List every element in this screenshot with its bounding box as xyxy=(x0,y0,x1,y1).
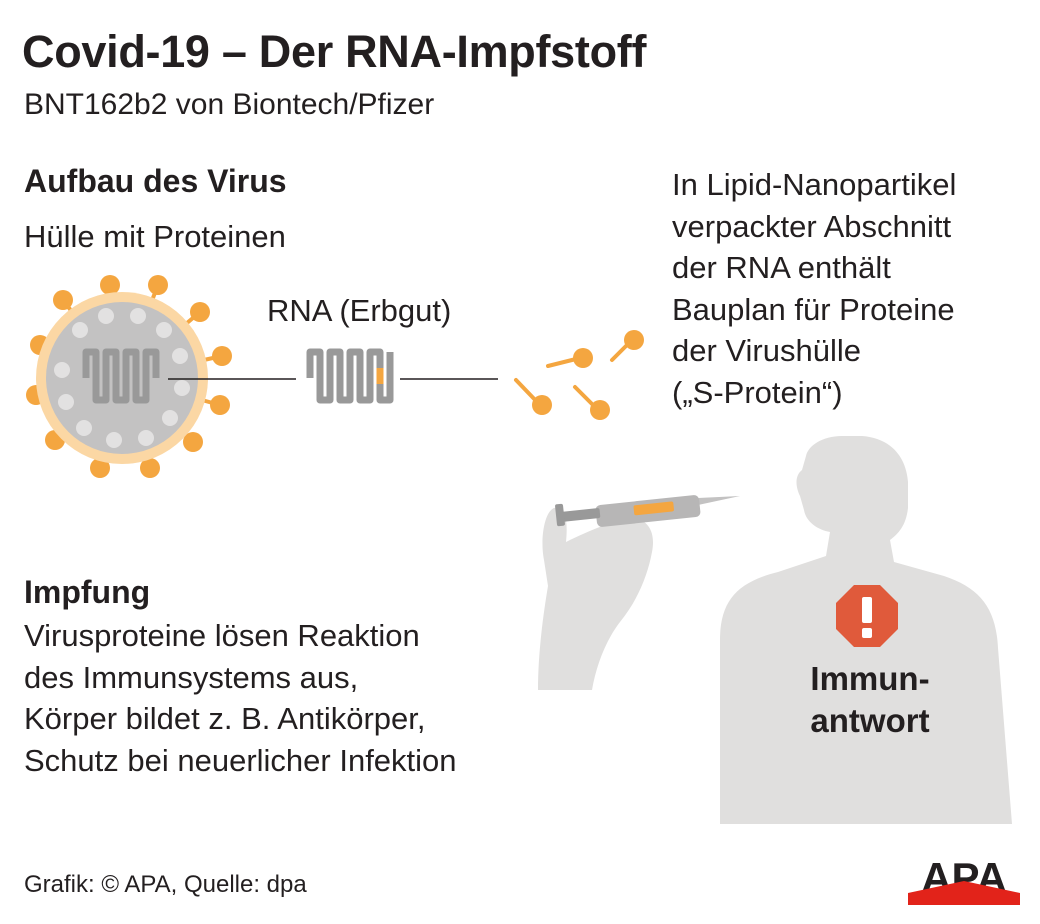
rna-strand-icon xyxy=(306,348,394,404)
vaccination-text-line: Körper bildet z. B. Antikörper, xyxy=(24,701,426,736)
syringe-icon xyxy=(555,495,740,527)
virus-icon xyxy=(26,275,232,478)
alert-octagon-icon xyxy=(836,585,898,647)
hand-icon xyxy=(538,507,654,690)
lipid-text-line: der RNA enthält xyxy=(672,250,891,285)
page-title: Covid-19 – Der RNA-Impfstoff xyxy=(22,26,647,77)
vaccination-text-line: Schutz bei neuerlicher Infektion xyxy=(24,742,457,778)
virus-section-heading: Aufbau des Virus xyxy=(24,163,287,199)
rna-label: RNA (Erbgut) xyxy=(267,293,452,328)
lipid-text-line: In Lipid-Nanopartikel xyxy=(672,167,957,202)
virus-hull-label: Hülle mit Proteinen xyxy=(24,219,286,254)
lipid-text-line: der Virushülle xyxy=(672,333,861,368)
immune-response-label: Immun- antwort xyxy=(770,658,970,742)
vaccination-text-line: des Immunsystems aus, xyxy=(24,659,359,695)
lipid-text-line: („S-Protein“) xyxy=(672,374,843,410)
source-credit: Grafik: © APA, Quelle: dpa xyxy=(24,871,307,898)
vaccination-description: Virusproteine lösen Reaktion des Immunsy… xyxy=(24,615,457,781)
page-subtitle: BNT162b2 von Biontech/Pfizer xyxy=(24,88,435,121)
lipid-nanoparticle-description: In Lipid-Nanopartikel verpackter Abschni… xyxy=(672,164,956,413)
immune-response-line: Immun- xyxy=(810,660,930,697)
apa-logo: APA xyxy=(908,855,1020,905)
lipid-text-line: Bauplan für Proteine xyxy=(672,291,955,327)
lipid-text-line: verpackter Abschnitt xyxy=(672,208,952,244)
immune-response-line: antwort xyxy=(810,702,930,739)
vaccination-text-line: Virusproteine lösen Reaktion xyxy=(24,618,420,653)
vaccination-heading: Impfung xyxy=(24,574,151,610)
s-protein-icon xyxy=(514,330,644,420)
